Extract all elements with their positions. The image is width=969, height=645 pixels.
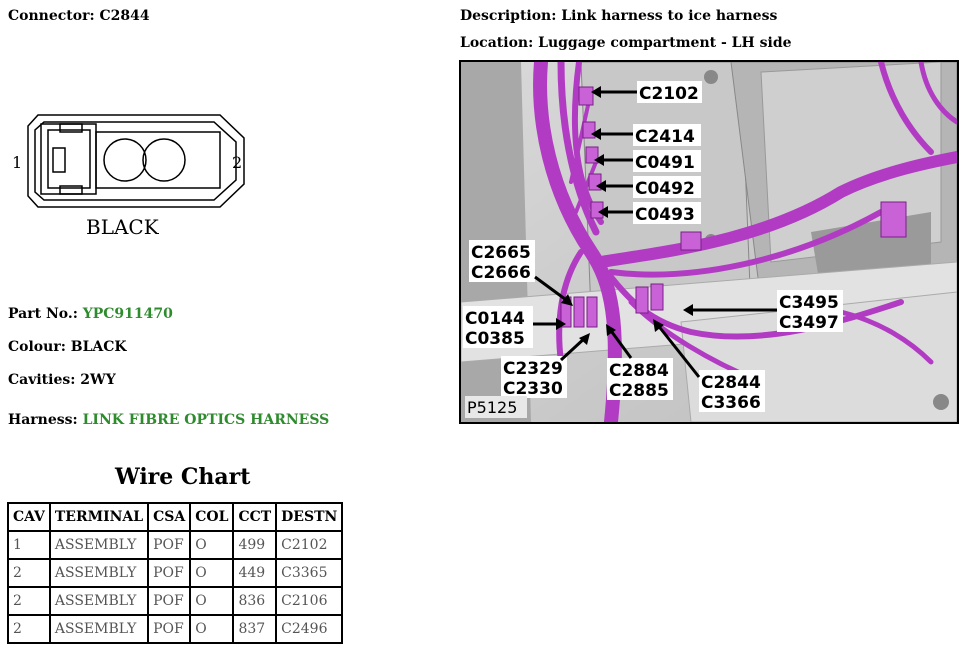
header-csa: CSA bbox=[147, 502, 192, 532]
callout-c0144: C0144 bbox=[465, 309, 525, 329]
connector-colour-text: BLACK bbox=[86, 215, 160, 239]
cell-col: O bbox=[189, 558, 235, 588]
cell-col: O bbox=[189, 586, 235, 616]
cell-csa: POF bbox=[147, 586, 192, 616]
connector-value: C2844 bbox=[99, 8, 150, 24]
callout-c2884: C2884 bbox=[609, 361, 669, 381]
pin-2-label: 2 bbox=[232, 153, 242, 172]
cell-cct: 499 bbox=[232, 530, 278, 560]
table-row: 1 ASSEMBLY POF O 499 C2102 bbox=[7, 530, 344, 560]
wire-chart-title: Wire Chart bbox=[115, 464, 251, 490]
callout-c0492: C0492 bbox=[635, 179, 695, 199]
harness-field: Harness: LINK FIBRE OPTICS HARNESS bbox=[8, 412, 329, 428]
connector-field: Connector: C2844 bbox=[8, 8, 150, 24]
cell-col: O bbox=[189, 614, 235, 644]
description-field: Description: Link harness to ice harness bbox=[460, 8, 777, 24]
cell-terminal: ASSEMBLY bbox=[48, 586, 150, 616]
callout-c2414: C2414 bbox=[635, 127, 695, 147]
cell-destn: C3365 bbox=[275, 558, 344, 588]
cell-cav: 2 bbox=[7, 614, 51, 644]
header-cct: CCT bbox=[232, 502, 278, 532]
cell-cav: 2 bbox=[7, 558, 51, 588]
header-cav: CAV bbox=[7, 502, 51, 532]
callout-c2330: C2330 bbox=[503, 379, 563, 399]
colour-field: Colour: BLACK bbox=[8, 339, 127, 355]
header-destn: DESTN bbox=[275, 502, 344, 532]
location-label: Location: bbox=[460, 35, 534, 51]
cell-terminal: ASSEMBLY bbox=[48, 530, 150, 560]
cell-destn: C2102 bbox=[275, 530, 344, 560]
location-value: Luggage compartment - LH side bbox=[538, 35, 792, 51]
connector-face-drawing: 1 2 BLACK bbox=[12, 114, 245, 239]
cell-csa: POF bbox=[147, 530, 192, 560]
callout-c2666: C2666 bbox=[471, 263, 531, 283]
cavities-value: 2WY bbox=[80, 372, 116, 388]
callout-c2329: C2329 bbox=[503, 359, 563, 379]
description-label: Description: bbox=[460, 8, 557, 24]
callout-c2844: C2844 bbox=[701, 373, 761, 393]
header-col: COL bbox=[189, 502, 235, 532]
connector-label: Connector: bbox=[8, 8, 95, 24]
colour-value: BLACK bbox=[70, 339, 127, 355]
cell-cct: 449 bbox=[232, 558, 278, 588]
harness-label: Harness: bbox=[8, 412, 78, 428]
cell-csa: POF bbox=[147, 558, 192, 588]
cell-col: O bbox=[189, 530, 235, 560]
location-photo: C2102 C2414 C0491 C0492 C0493 C2665 C266… bbox=[459, 60, 959, 424]
callout-c3366: C3366 bbox=[701, 393, 761, 413]
callout-c0385: C0385 bbox=[465, 329, 525, 349]
table-row: 2 ASSEMBLY POF O 837 C2496 bbox=[7, 614, 344, 644]
cavities-label: Cavities: bbox=[8, 372, 76, 388]
callout-c2102: C2102 bbox=[639, 84, 699, 104]
cell-cav: 1 bbox=[7, 530, 51, 560]
table-row: 2 ASSEMBLY POF O 449 C3365 bbox=[7, 558, 344, 588]
cell-terminal: ASSEMBLY bbox=[48, 558, 150, 588]
colour-label: Colour: bbox=[8, 339, 66, 355]
part-no-field: Part No.: YPC911470 bbox=[8, 306, 173, 322]
photo-reference: P5125 bbox=[467, 398, 517, 417]
callout-c3497: C3497 bbox=[779, 313, 839, 333]
cell-cav: 2 bbox=[7, 586, 51, 616]
part-no-link[interactable]: YPC911470 bbox=[82, 306, 173, 322]
table-row: 2 ASSEMBLY POF O 836 C2106 bbox=[7, 586, 344, 616]
wire-chart-table: CAV TERMINAL CSA COL CCT DESTN 1 ASSEMBL… bbox=[7, 502, 344, 644]
description-value: Link harness to ice harness bbox=[561, 8, 778, 24]
callout-c2885: C2885 bbox=[609, 381, 669, 401]
cell-destn: C2496 bbox=[275, 614, 344, 644]
cell-destn: C2106 bbox=[275, 586, 344, 616]
cell-cct: 836 bbox=[232, 586, 278, 616]
table-header-row: CAV TERMINAL CSA COL CCT DESTN bbox=[7, 502, 344, 532]
cell-cct: 837 bbox=[232, 614, 278, 644]
callout-c0491: C0491 bbox=[635, 153, 695, 173]
cell-terminal: ASSEMBLY bbox=[48, 614, 150, 644]
callout-c3495: C3495 bbox=[779, 293, 839, 313]
callout-c2665: C2665 bbox=[471, 243, 531, 263]
callout-c0493: C0493 bbox=[635, 205, 695, 225]
cavities-field: Cavities: 2WY bbox=[8, 372, 116, 388]
part-no-label: Part No.: bbox=[8, 306, 78, 322]
cell-csa: POF bbox=[147, 614, 192, 644]
pin-1-label: 1 bbox=[12, 153, 22, 172]
harness-link[interactable]: LINK FIBRE OPTICS HARNESS bbox=[82, 412, 330, 428]
location-field: Location: Luggage compartment - LH side bbox=[460, 35, 792, 51]
header-terminal: TERMINAL bbox=[48, 502, 150, 532]
